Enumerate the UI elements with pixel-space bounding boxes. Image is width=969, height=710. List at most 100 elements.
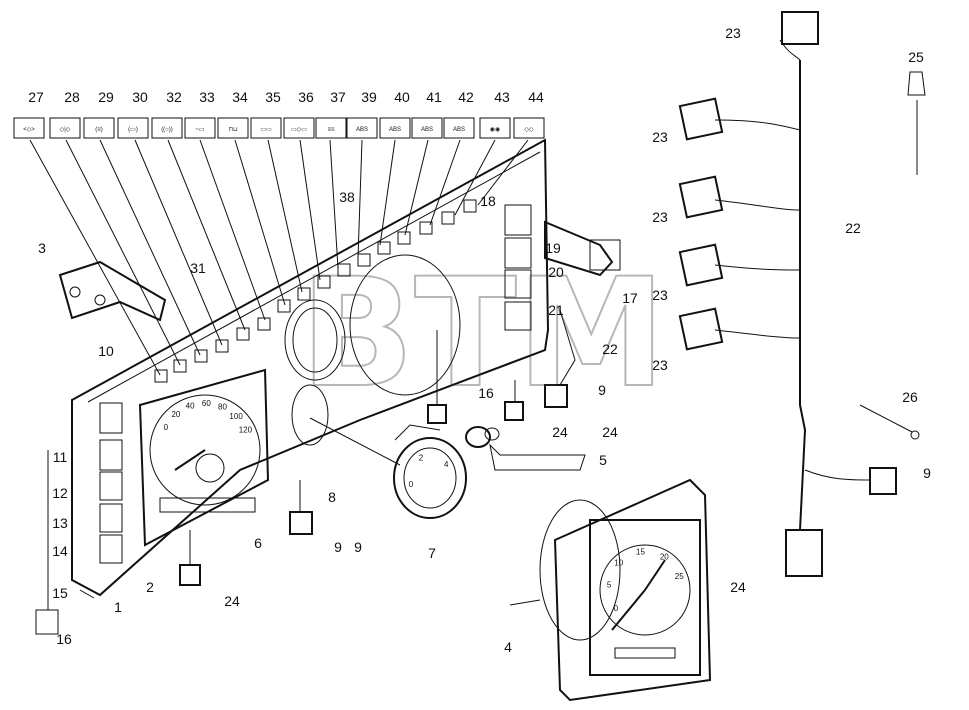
auxiliary-gauge: 024: [309, 417, 500, 519]
callout-number: 16: [56, 631, 72, 647]
switch-block-17: [544, 220, 621, 277]
callout-number: 23: [652, 287, 668, 303]
tachometer-tick: 25: [675, 572, 684, 581]
callout-number: 23: [652, 129, 668, 145]
tachometer-tick: 20: [660, 553, 669, 562]
symbol-number: 28: [64, 89, 80, 105]
symbol-glyph: ABS: [389, 127, 401, 133]
left-switch-column: [99, 402, 123, 564]
symbol-glyph: ▭▭: [260, 127, 272, 133]
callout-number: 13: [52, 515, 68, 531]
speedometer-tick: 40: [186, 402, 195, 411]
callout-number: 6: [254, 535, 262, 551]
symbol-44: ◇◇ 44: [513, 89, 545, 139]
symbol-27: <◇>27: [13, 89, 45, 139]
symbol-number: 30: [132, 89, 148, 105]
callout-number: 14: [52, 543, 68, 559]
tachometer-tick: 5: [607, 581, 612, 590]
symbol-35: ▭▭35: [250, 89, 282, 139]
callout-number: 7: [428, 545, 436, 561]
symbol-number: 44: [528, 89, 544, 105]
callout-number: 17: [622, 290, 638, 306]
tachometer-tick: 15: [636, 547, 645, 556]
symbol-33: ~▭ 33: [184, 89, 216, 139]
symbol-37: ≡≡37: [315, 89, 347, 139]
symbol-number: 37: [330, 89, 346, 105]
tachometer-tick: 10: [614, 558, 623, 567]
callout-number: 1: [114, 599, 122, 615]
warning-lamp-windows: [154, 199, 477, 383]
callout-number: 18: [480, 193, 496, 209]
gauge-clip: [489, 443, 586, 471]
callout-number: 22: [602, 341, 618, 357]
sensor-lead: [859, 71, 926, 440]
symbol-number: 34: [232, 89, 248, 105]
speedometer-tick: 80: [218, 403, 227, 412]
callout-number: 21: [548, 302, 564, 318]
symbol-42: ABS 42: [443, 89, 475, 139]
tachometer-housing: 0 5 10 15 20 25: [509, 478, 712, 702]
symbol-number: 32: [166, 89, 182, 105]
callout-number: 24: [224, 593, 240, 609]
left-wire-harness: [35, 450, 59, 635]
symbol-number: 39: [361, 89, 377, 105]
callout-number: 12: [52, 485, 68, 501]
tachometer-tick: 0: [614, 604, 619, 613]
symbol-glyph: ◇◇: [524, 127, 534, 133]
watermark: BTM: [300, 247, 666, 421]
callout-number: 5: [599, 452, 607, 468]
symbol-number: 42: [458, 89, 474, 105]
callout-number: 2: [146, 579, 154, 595]
callout-number: 23: [652, 357, 668, 373]
symbol-number: 29: [98, 89, 114, 105]
speedometer-tick: 0: [164, 423, 169, 432]
callout-number: 26: [902, 389, 918, 405]
callout-number: 19: [545, 240, 561, 256]
callout-number: 9: [334, 539, 342, 555]
callout-number: 8: [328, 489, 336, 505]
gauge-tick: 0: [409, 480, 414, 489]
connector-plugs: [179, 309, 576, 586]
symbol-36: ▭◇▭36: [283, 89, 315, 139]
callout-number: 11: [53, 449, 68, 465]
symbol-number: 43: [494, 89, 510, 105]
symbol-number: 33: [199, 89, 215, 105]
tachometer-opening: [284, 254, 461, 446]
symbol-29: (≡) 29: [83, 89, 115, 139]
symbol-43: ◉◉43: [479, 89, 511, 139]
icon-leader-lines: [29, 139, 529, 376]
symbol-30: (▭) 30: [117, 89, 149, 139]
callout-number: 4: [504, 639, 512, 655]
symbol-number: 41: [426, 89, 442, 105]
speedometer-tick: 60: [202, 399, 211, 408]
symbol-glyph: ABS: [453, 127, 465, 133]
symbol-glyph: ~▭: [195, 127, 205, 133]
callout-number: 38: [339, 189, 355, 205]
right-switch-column: [504, 204, 532, 331]
symbol-glyph: ◇|◇: [60, 127, 71, 133]
speedometer-tick: 100: [229, 412, 243, 421]
symbol-glyph: <◇>: [23, 127, 35, 133]
symbol-glyph: ((○)): [161, 127, 173, 133]
callout-number: 24: [602, 424, 618, 440]
callout-number: 9: [354, 539, 362, 555]
callout-number: 24: [730, 579, 746, 595]
callout-number: 10: [98, 343, 114, 359]
symbol-glyph: (≡): [95, 127, 103, 133]
callout-number: 9: [923, 465, 931, 481]
speedometer-tick: 120: [239, 426, 253, 435]
mounting-bracket: [58, 260, 167, 322]
callout-number: 24: [552, 424, 568, 440]
symbol-32: ((○)) 32: [151, 89, 183, 139]
callout-number: 23: [725, 25, 741, 41]
callout-number: 3: [38, 240, 46, 256]
symbol-glyph: (▭): [128, 127, 138, 133]
symbol-28: ◇|◇ 28: [49, 89, 81, 139]
